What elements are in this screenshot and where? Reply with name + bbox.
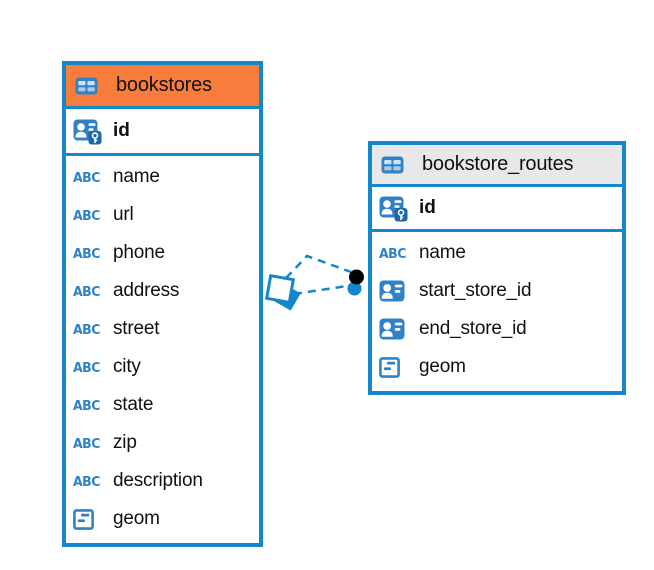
relationship-line-lower[interactable] (293, 284, 348, 296)
column-label: url (113, 204, 134, 225)
column-row-id[interactable]: id (372, 187, 622, 232)
text-type-icon: ABC (73, 359, 100, 375)
diamond-marker-front (264, 273, 296, 305)
table-title: bookstore_routes (422, 153, 574, 175)
text-type-icon: ABC (73, 321, 100, 337)
table-icon (381, 156, 413, 174)
primary-key-label: id (113, 120, 130, 141)
blue-dot-marker (347, 281, 362, 296)
column-row-url[interactable]: ABC url (66, 196, 259, 234)
table-title: bookstores (116, 74, 212, 96)
black-dot-marker (349, 269, 364, 285)
text-type-icon: ABC (73, 207, 100, 223)
column-row-zip[interactable]: ABC zip (66, 424, 259, 462)
column-row-end-store-id[interactable]: end_store_id (372, 310, 622, 348)
relationship-line-upper[interactable] (285, 254, 352, 279)
column-label: name (419, 242, 466, 263)
bookstores-columns: ABC name ABC url ABC phone ABC address A… (66, 156, 259, 538)
table-bookstores-header[interactable]: bookstores (66, 65, 259, 109)
column-row-city[interactable]: ABC city (66, 348, 259, 386)
text-type-icon: ABC (73, 435, 100, 451)
column-row-geom[interactable]: geom (372, 348, 622, 386)
column-label: geom (419, 356, 466, 377)
primary-key-label: id (419, 197, 436, 218)
text-type-icon: ABC (73, 283, 100, 299)
column-row-geom[interactable]: geom (66, 500, 259, 538)
diamond-marker-back (273, 283, 301, 311)
column-row-description[interactable]: ABC description (66, 462, 259, 500)
column-label: zip (113, 432, 137, 453)
primary-key-icon (73, 118, 105, 145)
column-label: phone (113, 242, 165, 263)
column-row-start-store-id[interactable]: start_store_id (372, 272, 622, 310)
column-label: state (113, 394, 154, 415)
column-row-phone[interactable]: ABC phone (66, 234, 259, 272)
column-row-name[interactable]: ABC name (66, 158, 259, 196)
foreign-key-icon (379, 318, 411, 340)
table-icon (75, 77, 107, 95)
column-label: end_store_id (419, 318, 527, 339)
text-type-icon: ABC (73, 473, 100, 489)
column-label: description (113, 470, 203, 491)
text-type-icon: ABC (379, 245, 406, 261)
table-bookstore-routes[interactable]: bookstore_routes id ABC name (368, 141, 626, 395)
text-type-icon: ABC (73, 245, 100, 261)
column-label: geom (113, 508, 160, 529)
column-label: street (113, 318, 160, 339)
geometry-type-icon (73, 508, 105, 530)
column-label: name (113, 166, 160, 187)
column-row-id[interactable]: id (66, 109, 259, 156)
text-type-icon: ABC (73, 397, 100, 413)
text-type-icon: ABC (73, 169, 100, 185)
column-label: city (113, 356, 141, 377)
column-label: start_store_id (419, 280, 532, 301)
column-row-state[interactable]: ABC state (66, 386, 259, 424)
column-row-street[interactable]: ABC street (66, 310, 259, 348)
primary-key-icon (379, 195, 411, 222)
table-bookstores[interactable]: bookstores id ABC name (62, 61, 263, 547)
column-row-name[interactable]: ABC name (372, 234, 622, 272)
column-row-address[interactable]: ABC address (66, 272, 259, 310)
column-label: address (113, 280, 180, 301)
table-bookstore-routes-header[interactable]: bookstore_routes (372, 145, 622, 187)
foreign-key-icon (379, 280, 411, 302)
bookstore-routes-columns: ABC name start_store_id (372, 232, 622, 386)
geometry-type-icon (379, 356, 411, 378)
